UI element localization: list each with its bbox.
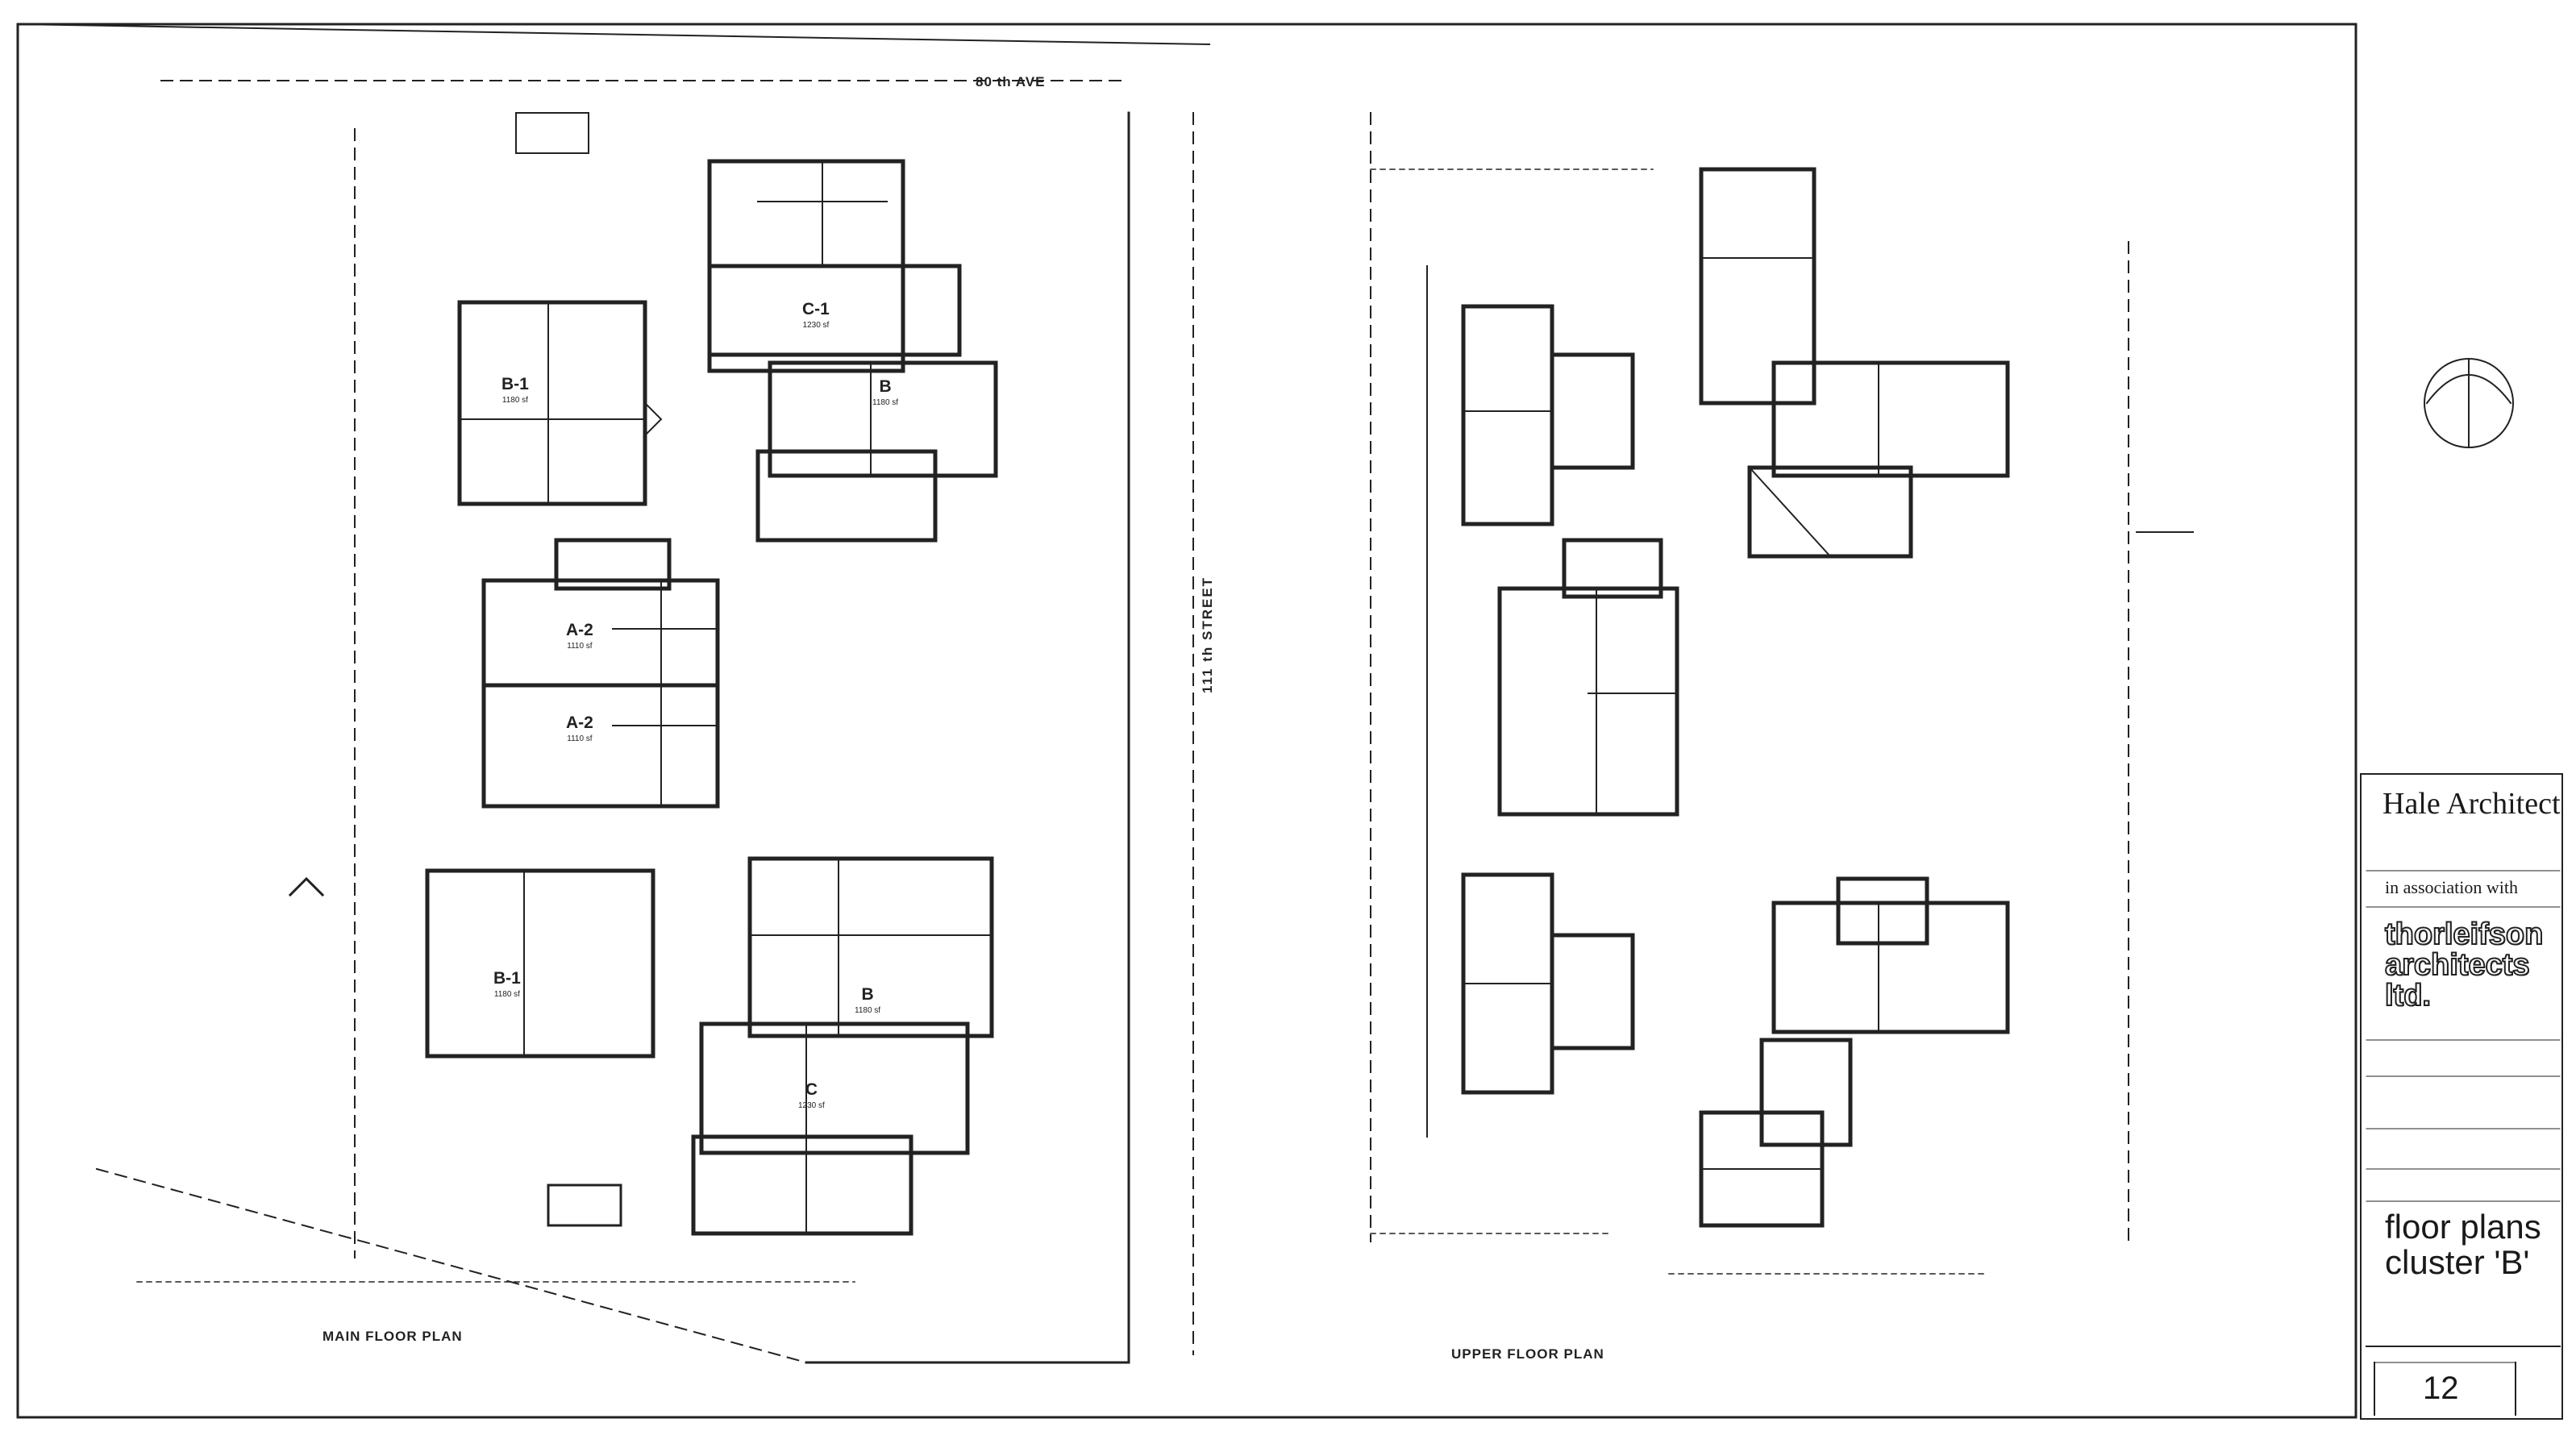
association-text: in association with — [2385, 877, 2518, 897]
property-line — [805, 111, 1130, 1364]
street-label: 111 th STREET — [1200, 576, 1215, 693]
upper-floor-plan-label: UPPER FLOOR PLAN — [1451, 1346, 1604, 1362]
sheet-title: floor plans cluster 'B' — [2385, 1208, 2541, 1281]
sheet-number: 12 — [2423, 1371, 2459, 1406]
avenue-label: 80 th AVE — [976, 74, 1046, 89]
upper-floor-plan — [1461, 167, 2010, 1228]
sheet-border — [16, 23, 2358, 1419]
partner-logo: thorleifson architects ltd. — [2384, 917, 2544, 1013]
main-floor-plan — [425, 112, 998, 1236]
north-arrow-icon — [2424, 358, 2514, 448]
title-block-border — [2360, 773, 2563, 1420]
architect-name: Hale Architect — [2382, 787, 2561, 821]
main-floor-plan-label: MAIN FLOOR PLAN — [323, 1329, 463, 1344]
